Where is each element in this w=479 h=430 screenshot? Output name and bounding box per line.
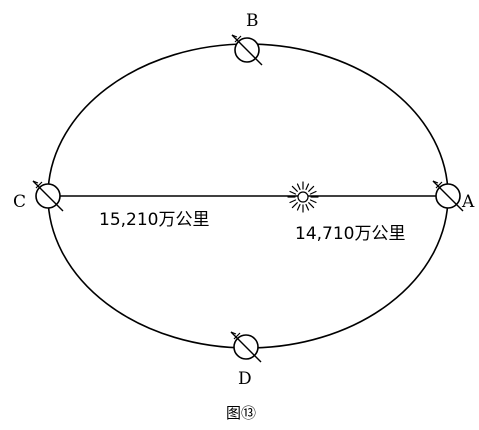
label-b: B [246, 11, 259, 31]
label-d: D [238, 369, 252, 389]
earth-icon [32, 180, 64, 212]
figure-caption: 图⑬ [226, 404, 256, 422]
label-c: C [13, 192, 26, 212]
sun-icon [287, 181, 319, 213]
label-a: A [461, 192, 475, 212]
earth-icon [231, 34, 263, 66]
distance-perihelion: 14,710万公里 [295, 224, 405, 244]
earth-icon [230, 331, 262, 363]
earth-icon [432, 180, 464, 212]
distance-aphelion: 15,210万公里 [99, 210, 209, 230]
